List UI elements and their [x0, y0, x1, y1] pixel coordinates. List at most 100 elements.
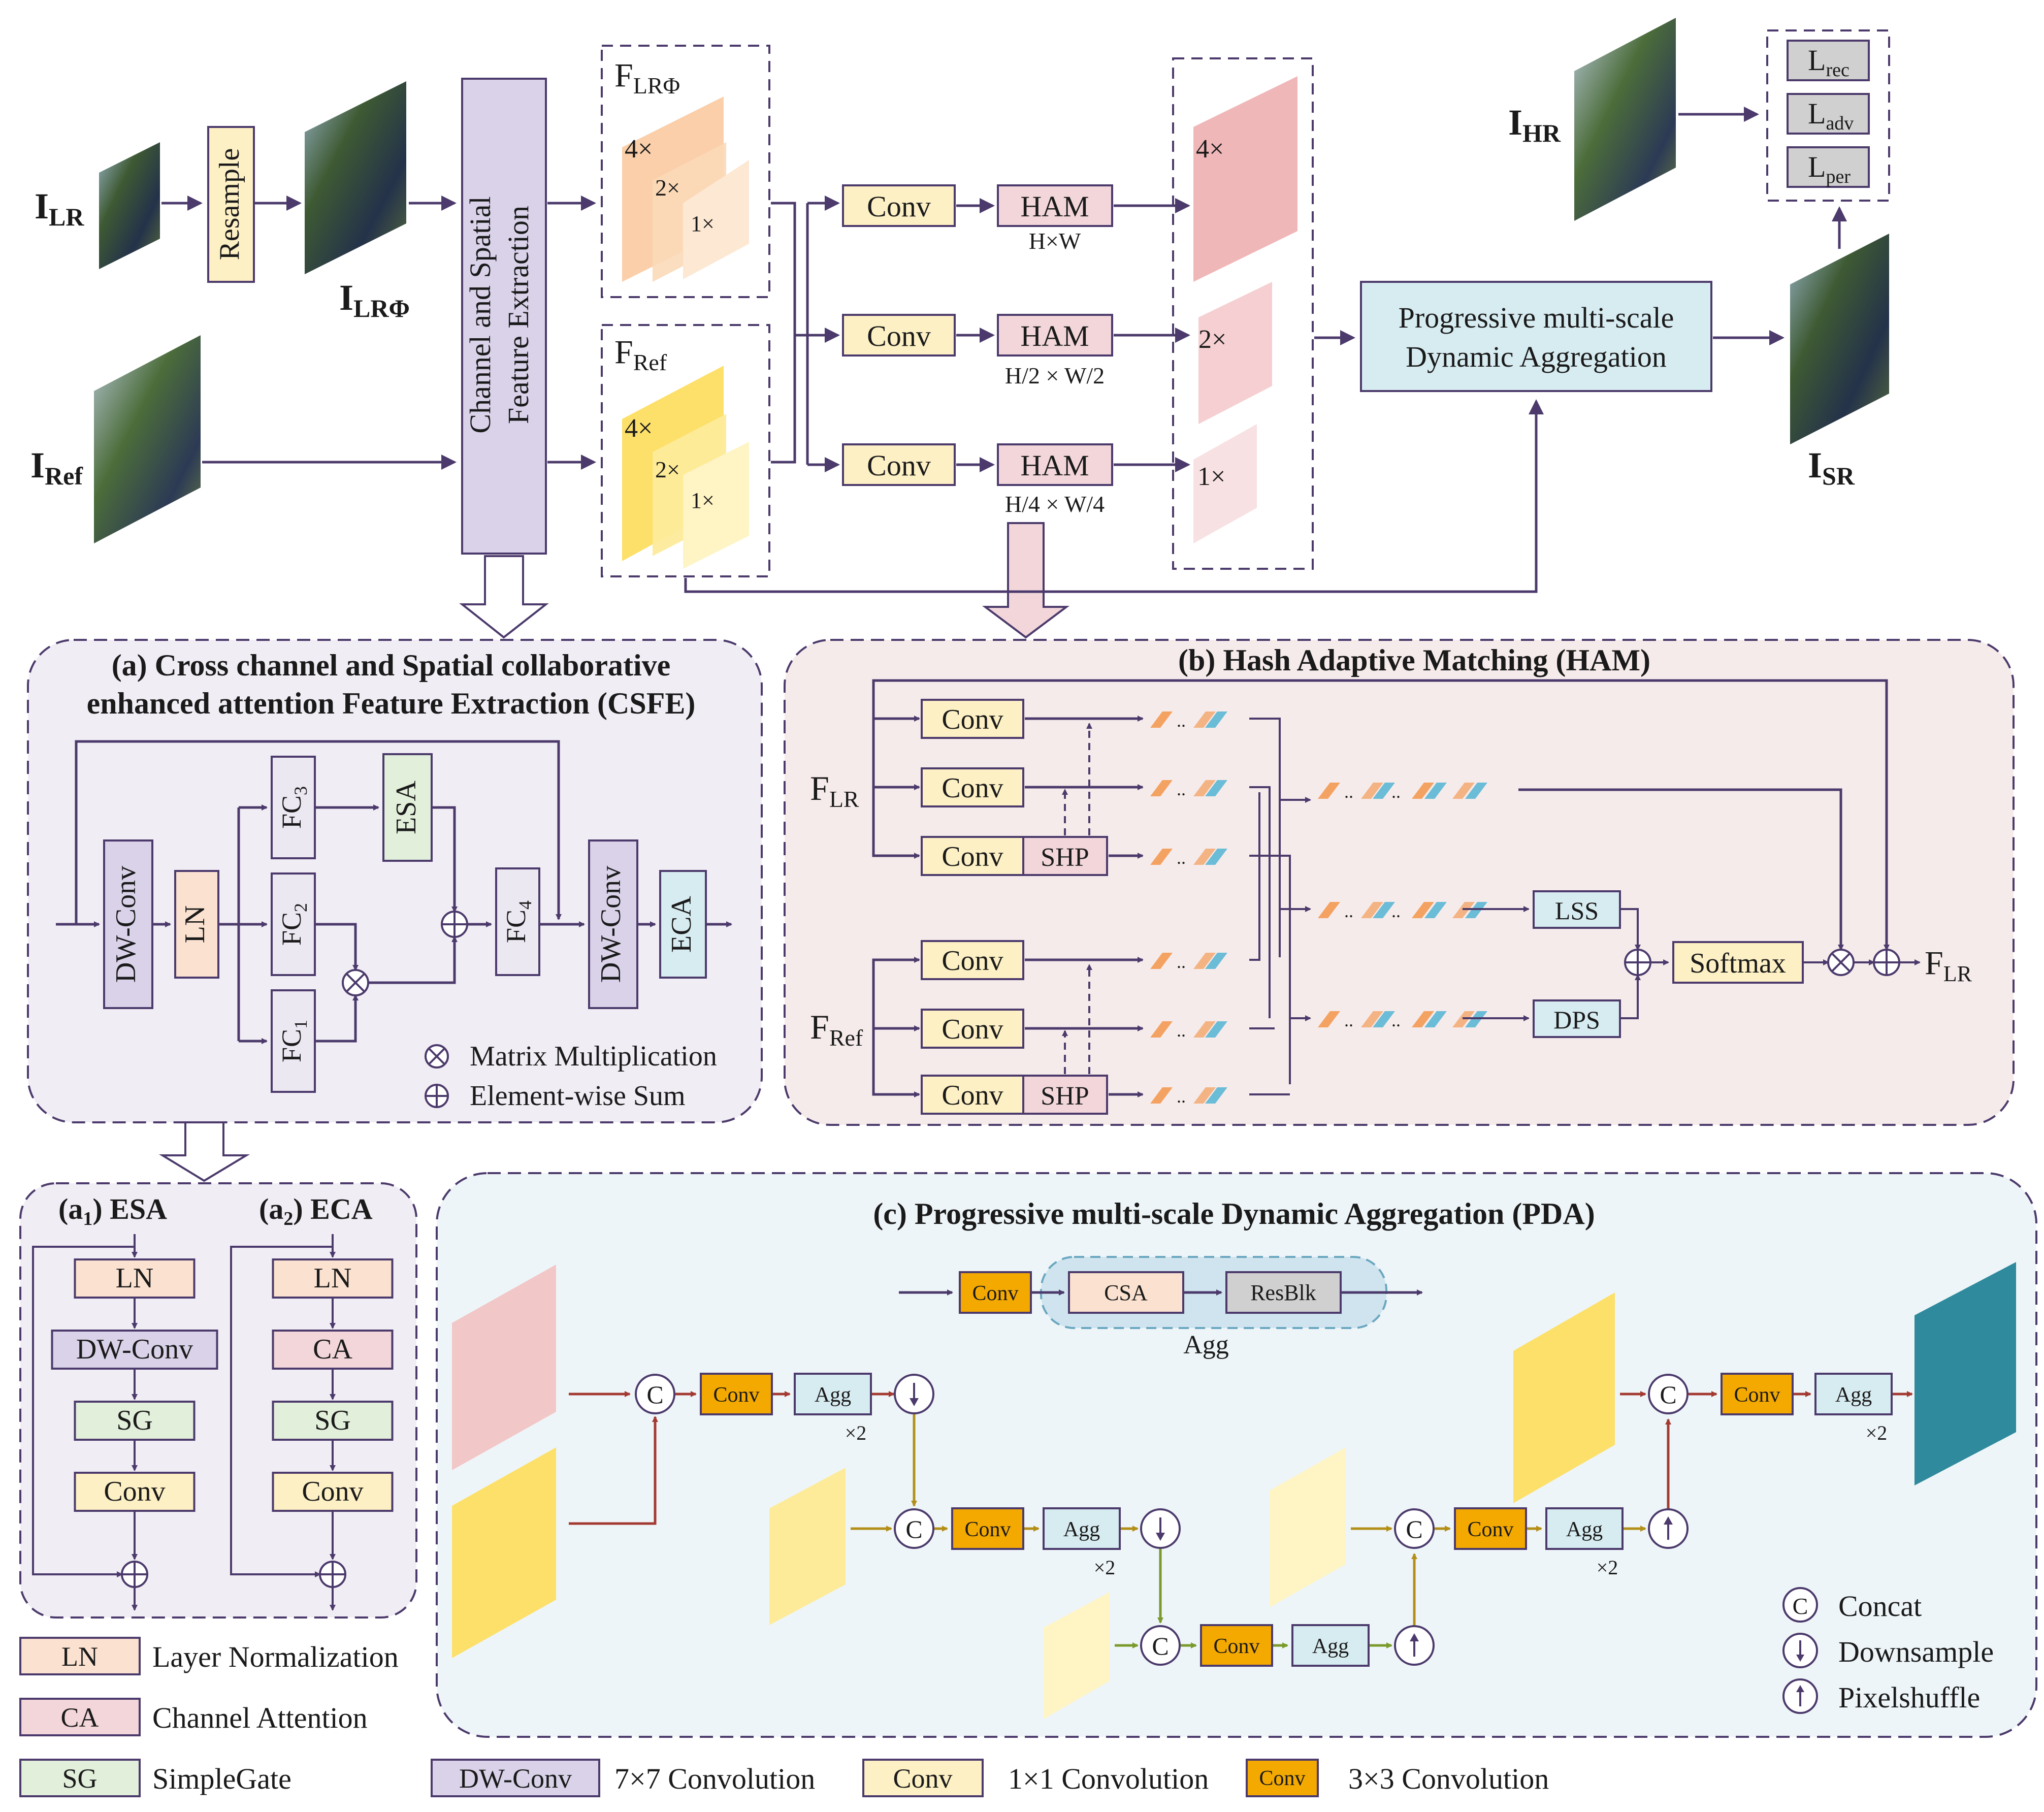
csfe-label-line2: Feature Extraction [502, 206, 535, 424]
hash-token [1150, 1021, 1173, 1038]
hash-token [1205, 780, 1227, 796]
csfe-expand-arrow [459, 555, 549, 639]
legend-ca-swatch [19, 1698, 141, 1736]
concat-symbol: C [1406, 1515, 1422, 1543]
token-ellipsis: .. [1177, 710, 1186, 731]
ham-dps-label: DPS [1553, 1006, 1600, 1034]
fref-label: FRef [614, 334, 667, 375]
csfe-expand-arrow-2 [158, 1121, 250, 1182]
legend-downsample-icon [1782, 1633, 1818, 1668]
eca-block-box [272, 1472, 394, 1512]
ham-sum-out-icon [1873, 949, 1900, 976]
legend-ln-desc: Layer Normalization [152, 1640, 399, 1673]
skip-line-fref-to-pda [684, 399, 1544, 593]
fref-scale-2x: 2× [655, 457, 680, 482]
line [1249, 786, 1271, 1018]
pda-label-line2: Dynamic Aggregation [1406, 340, 1667, 373]
matrix-mult-icon [342, 969, 369, 996]
ham-conv-label: Conv [942, 704, 1003, 735]
line [1249, 855, 1291, 1084]
fref-feature-1x [683, 442, 749, 569]
pda-csa-label: CSA [1104, 1280, 1148, 1305]
concat-symbol: C [1660, 1380, 1676, 1409]
ham-conv-box [921, 836, 1024, 876]
conv-box [842, 314, 956, 357]
pda-pixelshuffle-node [1394, 1625, 1435, 1666]
ham-conv-label: Conv [942, 945, 1003, 977]
hash-token [1412, 783, 1434, 799]
loss-per-box [1787, 146, 1870, 188]
hash-token [1424, 783, 1447, 799]
hash-token [1361, 783, 1383, 799]
pda-input-ref-2x [769, 1468, 846, 1625]
csfe-esa-box [382, 753, 433, 862]
hash-token [1412, 1011, 1434, 1027]
pda-conv3-label: Conv [1734, 1383, 1780, 1407]
i-sr-label: ISR [1808, 445, 1855, 490]
legend-conv-swatch [862, 1759, 984, 1797]
csfe-fc3-label: FC3 [276, 786, 311, 829]
esa-block-box [51, 1330, 218, 1370]
ham-softmax-box [1672, 941, 1804, 984]
pda-agg-repeat: ×2 [845, 1421, 867, 1444]
resample-box [207, 126, 255, 283]
csfe-fc2-label: FC2 [276, 903, 311, 946]
legend-conv-label: Conv [893, 1763, 952, 1794]
ham-label: HAM [1020, 319, 1089, 352]
legend-sg-swatch [19, 1759, 141, 1797]
pda-agg-box [794, 1373, 872, 1415]
legend-dwconv-label: DW-Conv [459, 1763, 572, 1794]
legend-conv3-label: Conv [1259, 1767, 1305, 1790]
ham-mult-icon [1827, 949, 1855, 976]
output-scale-1x: 1× [1197, 462, 1225, 491]
pda-agg-repeat: ×2 [1866, 1421, 1888, 1444]
hash-token [1150, 780, 1173, 796]
legend-pixelshuffle-label: Pixelshuffle [1838, 1681, 1980, 1714]
pda-output-feature [1915, 1262, 2016, 1485]
token-ellipsis: .. [1391, 782, 1401, 802]
pda-input-ref-4x-b [1513, 1292, 1615, 1503]
hash-token [1318, 1011, 1340, 1027]
pda-concat-node: C [635, 1374, 675, 1414]
output-scale-2x: 2× [1198, 325, 1226, 354]
hash-token [1318, 902, 1340, 918]
token-ellipsis: .. [1391, 1010, 1401, 1030]
element-sum-icon [441, 911, 468, 938]
token-ellipsis: .. [1391, 901, 1401, 921]
hash-token [1424, 902, 1447, 918]
hash-token [1193, 849, 1216, 865]
pda-arrow [569, 1416, 658, 1525]
ham-conv-box [921, 1009, 1024, 1049]
hash-token [1193, 1087, 1216, 1104]
hash-token [1205, 711, 1227, 728]
pda-resblk-label: ResBlk [1250, 1280, 1316, 1305]
hash-token [1150, 711, 1173, 728]
ham-flr-label: FLR [810, 769, 859, 812]
legend-ln-label: LN [61, 1641, 98, 1672]
hash-token [1361, 902, 1383, 918]
line [1621, 974, 1641, 1019]
token-ellipsis: .. [1344, 1010, 1353, 1030]
csfe-esa-label: ESA [391, 781, 422, 834]
esa-sum-icon [121, 1561, 148, 1588]
flrphi-label: FLRΦ [614, 57, 680, 99]
pda-conv3-box [1454, 1507, 1527, 1550]
csfe-fc3-box [271, 756, 316, 859]
ham-title: (b) Hash Adaptive Matching (HAM) [1178, 643, 1650, 677]
csfe-title-line2: enhanced attention Feature Extraction (C… [87, 687, 696, 720]
pda-agg-box [1545, 1507, 1624, 1550]
ham-shp-box [1022, 1075, 1108, 1115]
token-ellipsis: .. [1177, 1020, 1186, 1041]
legend-ca-desc: Channel Attention [152, 1701, 368, 1734]
ham-conv-label: Conv [942, 1080, 1003, 1111]
output-feature-2x [1198, 282, 1272, 424]
flrphi-feature-1x [683, 160, 749, 279]
i-hr-label: IHR [1508, 102, 1561, 147]
ham-fref-label: FRef [810, 1008, 863, 1051]
csfe-panel: (a) Cross channel and Spatial collaborat… [27, 639, 763, 1182]
pda-downsample-node [894, 1374, 934, 1414]
pda-agg-box [1291, 1624, 1370, 1667]
sr-image-thumbnail [1790, 234, 1889, 444]
eca-sum-icon [319, 1561, 346, 1588]
